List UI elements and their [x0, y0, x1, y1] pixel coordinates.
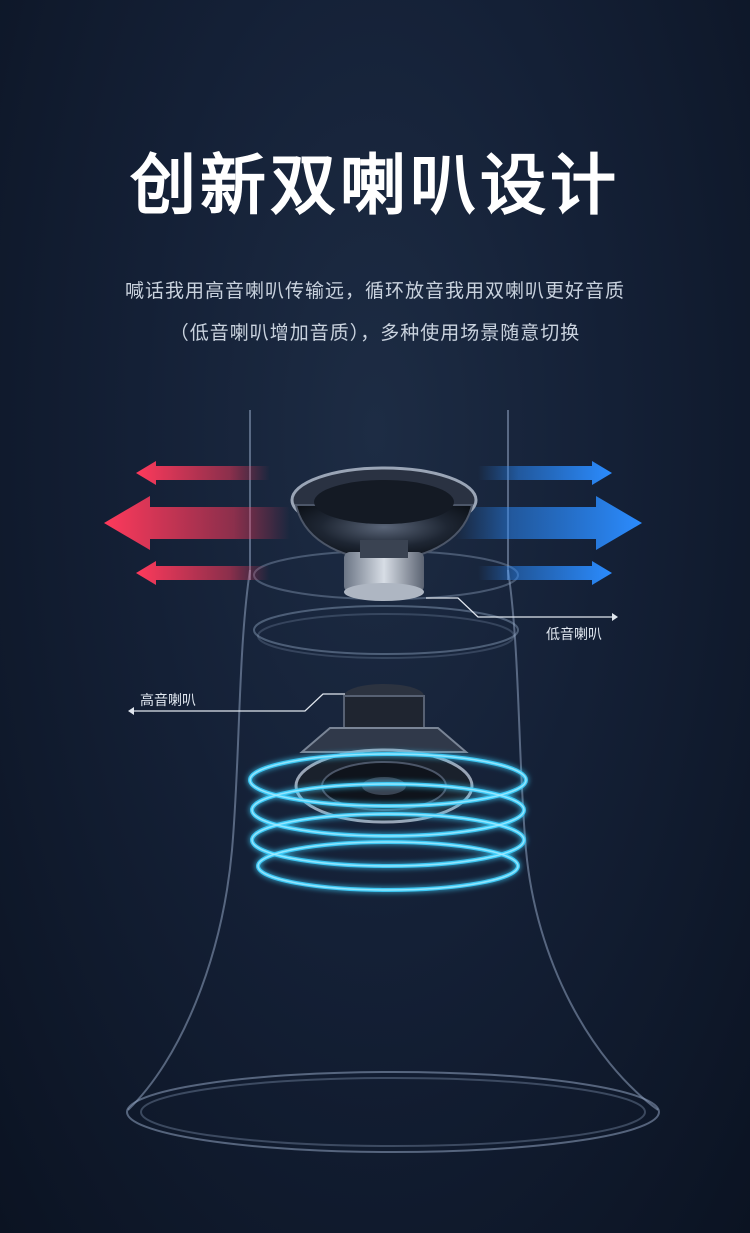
high-speaker-callout: [128, 693, 345, 715]
low-speaker-label: 低音喇叭: [546, 627, 602, 643]
left-sound-arrows: [104, 461, 290, 585]
page-title: 创新双喇叭设计: [130, 147, 620, 224]
low-speaker: [290, 466, 478, 601]
low-speaker-callout: [426, 597, 618, 621]
sound-beams: [299, 820, 461, 1233]
right-sound-arrows: [456, 461, 642, 585]
subtitle-line-2: （低音喇叭增加音质），多种使用场景随意切换: [169, 322, 581, 344]
high-speaker-label: 高音喇叭: [140, 693, 196, 709]
subtitle-line-1: 喊话我用高音喇叭传输远，循环放音我用双喇叭更好音质: [124, 280, 625, 302]
